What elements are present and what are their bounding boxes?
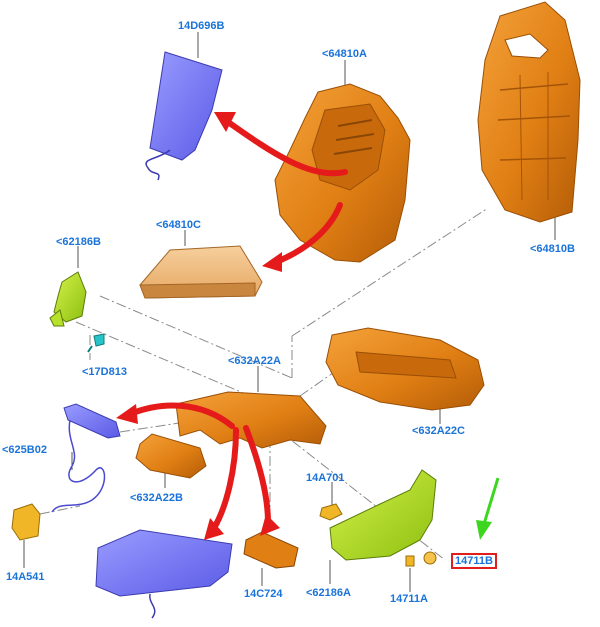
fastener-parts	[405, 551, 437, 567]
arrow-to-heater-seat	[211, 427, 239, 531]
label-632A22B: <632A22B	[130, 492, 183, 504]
heater-mat-seat-part	[95, 529, 233, 619]
label-632A22A: <632A22A	[228, 355, 281, 367]
red-arrows	[127, 119, 348, 531]
label-14D696B: 14D696B	[178, 20, 225, 32]
connector-part	[11, 503, 41, 541]
label-17D813: <17D813	[82, 366, 127, 378]
leader-line	[99, 295, 293, 379]
label-64810A: <64810A	[322, 48, 367, 60]
arrow-to-pad	[273, 202, 343, 265]
side-bracket-upper-part	[49, 271, 87, 327]
green-pointer-arrow	[476, 477, 500, 540]
clip-part	[87, 333, 105, 353]
red-arrowheads	[116, 112, 282, 540]
bolster-part	[135, 433, 207, 479]
seat-back-cover-part	[477, 1, 581, 223]
leader-line	[291, 207, 489, 337]
arrow-to-module	[243, 425, 271, 525]
seat-pad-part	[139, 245, 263, 299]
small-bracket-part	[319, 503, 343, 521]
label-14C724: 14C724	[244, 588, 283, 600]
heater-mat-back-part	[145, 51, 223, 181]
side-shield-part	[329, 469, 437, 561]
label-64810C: <64810C	[156, 219, 201, 231]
label-632A22C: <632A22C	[412, 425, 465, 437]
label-14711B-highlighted[interactable]: 14711B	[451, 553, 497, 569]
leader-line	[75, 321, 256, 399]
label-64810B: <64810B	[530, 243, 575, 255]
label-62186B: <62186B	[56, 236, 101, 248]
label-ticks	[23, 32, 556, 592]
label-62186A: <62186A	[306, 587, 351, 599]
label-14711A: 14711A	[390, 593, 428, 605]
module-part	[243, 531, 299, 569]
arrow-to-heater-mat	[225, 119, 348, 177]
leader-line	[39, 505, 81, 515]
wire-harness-part	[51, 403, 121, 513]
label-625B02: <625B02	[2, 444, 47, 456]
label-14A701: 14A701	[306, 472, 345, 484]
seat-cushion-part	[325, 327, 485, 411]
arrow-to-harness	[127, 402, 235, 429]
label-14A541: 14A541	[6, 571, 45, 583]
seat-pan-foam-part	[175, 391, 327, 449]
